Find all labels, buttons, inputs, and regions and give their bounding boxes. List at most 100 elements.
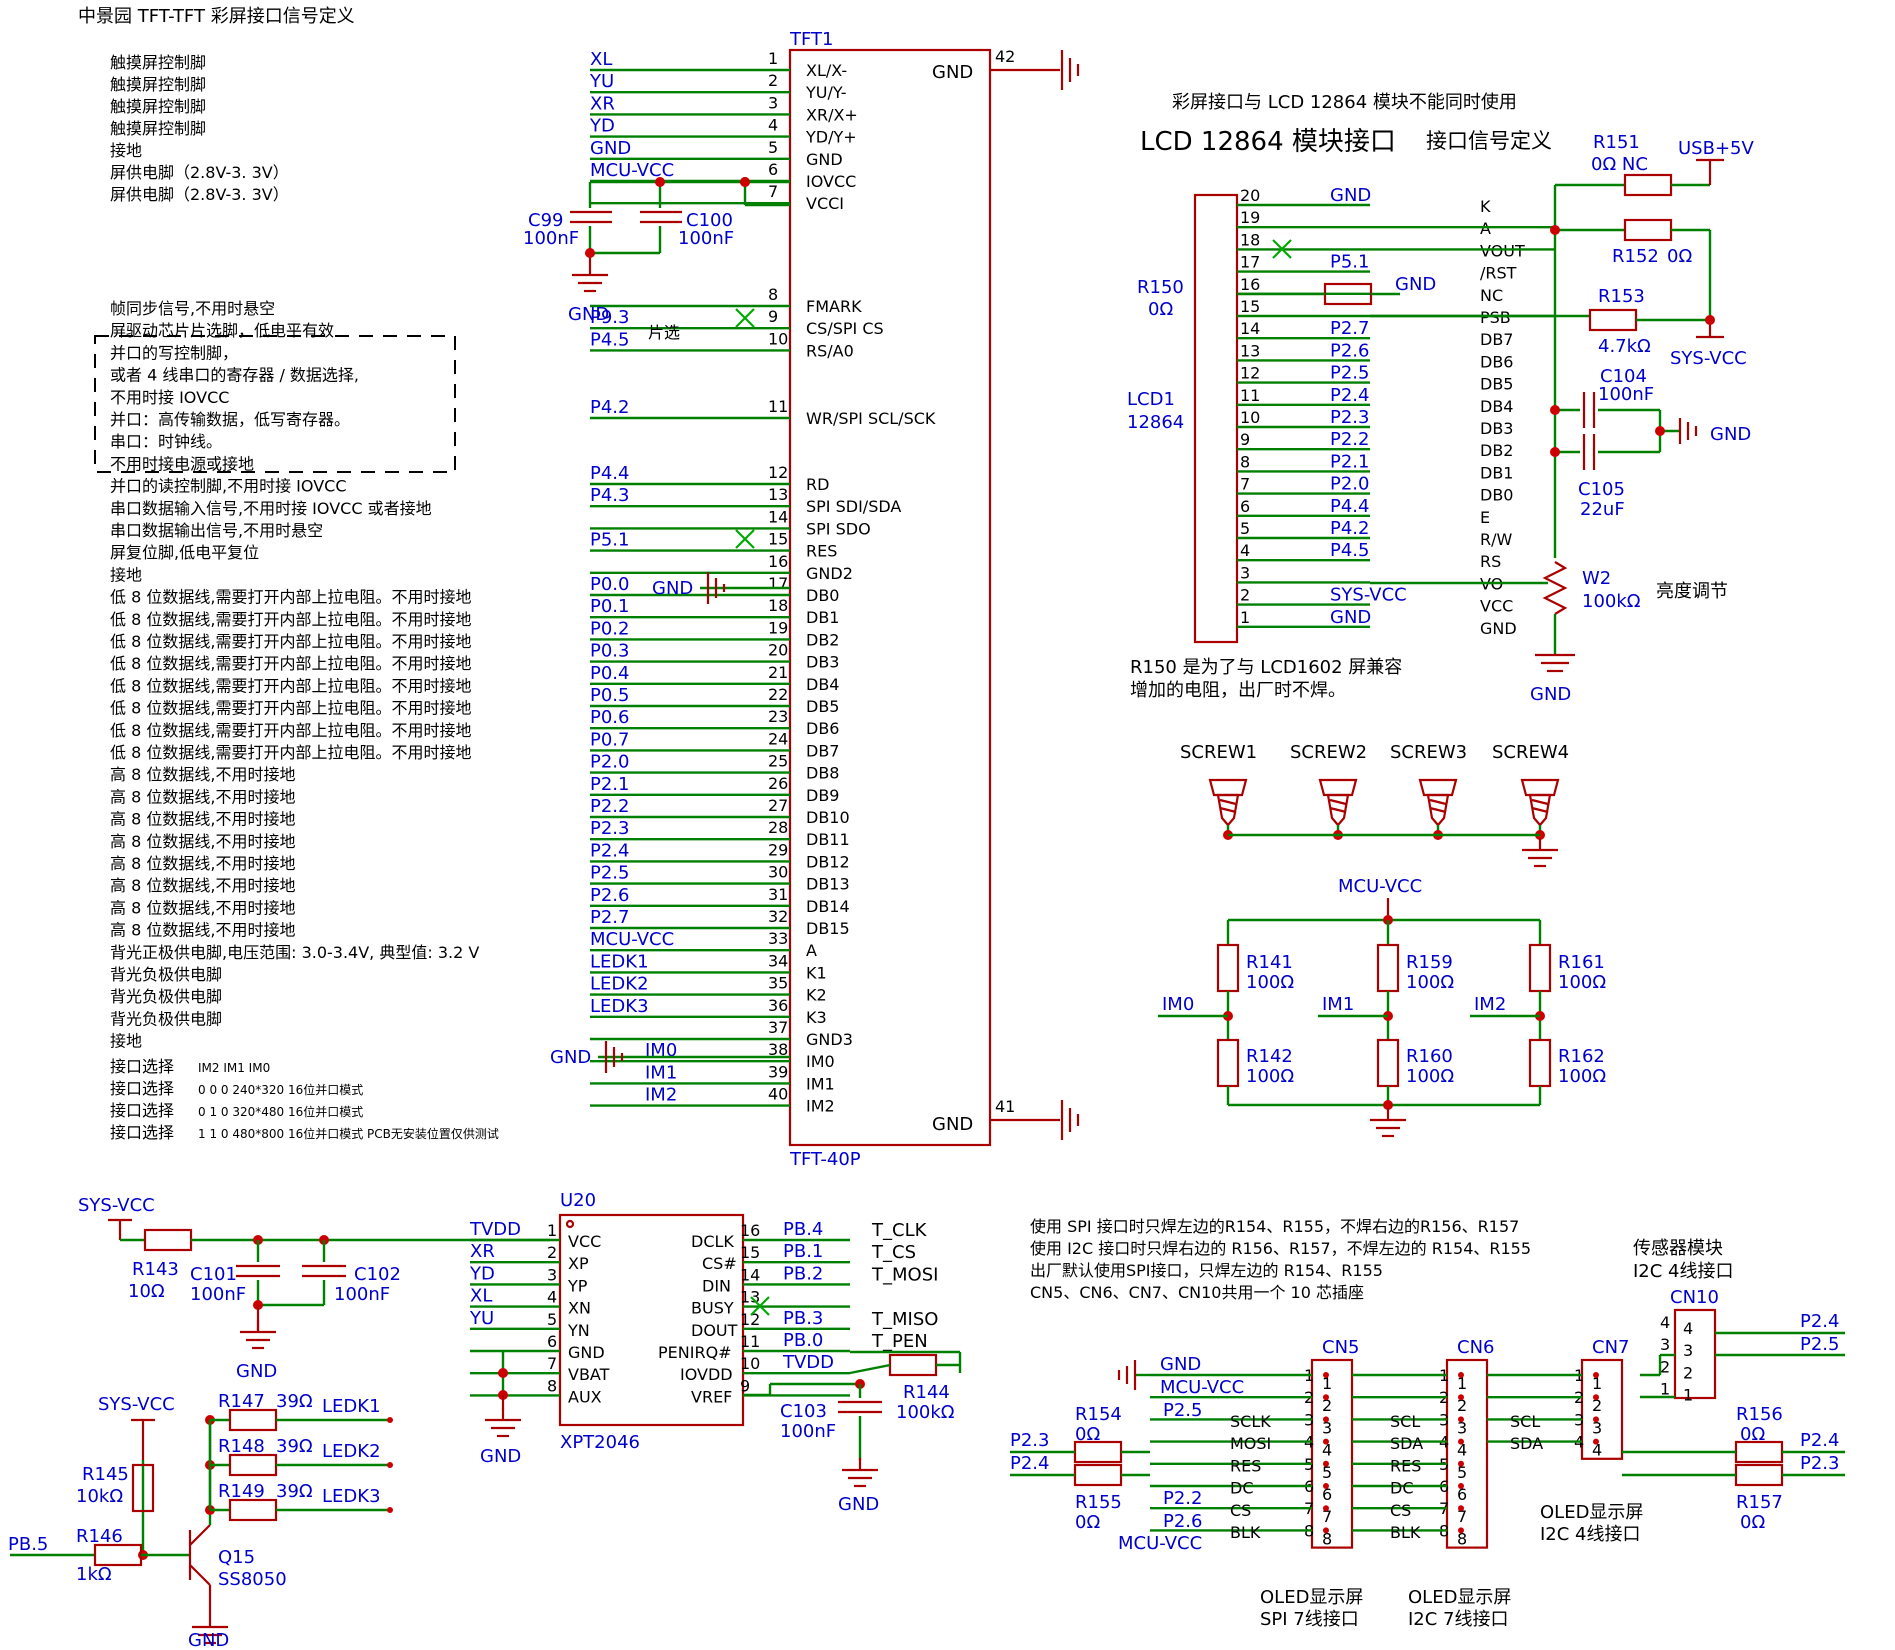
i2c4-signal: SDA: [1510, 1434, 1543, 1453]
u20-pin-number: 16: [740, 1221, 760, 1240]
tft1-pin-number: 29: [768, 840, 788, 859]
r146-ref: R146: [76, 1526, 123, 1547]
c101-val: 100nF: [190, 1284, 246, 1305]
u20-pin-number: 6: [547, 1332, 557, 1351]
note-line: 或者 4 线串口的寄存器 / 数据选择,: [110, 366, 359, 385]
u20-pin-number: 8: [547, 1376, 557, 1395]
tft1-net-label: MCU-VCC: [590, 160, 674, 181]
tft1-net-label: YU: [589, 71, 614, 92]
svg-text:GND: GND: [550, 1047, 591, 1068]
connector-ref: CN10: [1670, 1287, 1719, 1308]
note-line: 串口数据输出信号,不用时悬空: [110, 521, 323, 540]
im-resistor-ref: R141: [1246, 952, 1293, 973]
note-line: 高 8 位数据线,不用时接地: [110, 810, 295, 829]
tft1-pin-name: DB5: [806, 697, 839, 716]
lcd-pin-name: R/W: [1480, 530, 1513, 549]
lcd-net-label: P4.5: [1330, 540, 1369, 561]
r143-val: 10Ω: [128, 1281, 165, 1302]
tft1-pin-number: 4: [768, 116, 778, 135]
spi-signal: MOSI: [1230, 1434, 1271, 1453]
sysvcc-label: SYS-VCC: [98, 1394, 175, 1415]
i2c7-signal: CS: [1390, 1501, 1411, 1520]
lcd-title: LCD 12864 模块接口: [1140, 127, 1396, 157]
connector-pin: 2: [1660, 1357, 1670, 1376]
u20-pin-number: 12: [740, 1310, 760, 1329]
svg-text:22uF: 22uF: [1580, 499, 1625, 520]
connector-pin: 3: [1322, 1418, 1332, 1437]
c102-ref: C102: [354, 1264, 401, 1285]
tft1-net-label: P0.7: [590, 729, 629, 750]
u20-pin-name: VREF: [691, 1387, 732, 1406]
lcd-pin-name: VCC: [1480, 597, 1513, 616]
lcd-pin-name: E: [1480, 508, 1490, 527]
tft1-net-label: P2.1: [590, 774, 629, 795]
spi-signal: RES: [1230, 1456, 1261, 1475]
connector-pin: 7: [1322, 1507, 1332, 1526]
tft1-net-label: LEDK2: [590, 974, 649, 995]
lcd-pin-name: RS: [1480, 552, 1501, 571]
tft1-net-label: LEDK3: [590, 996, 649, 1017]
tft1-pin-number: 8: [768, 285, 778, 304]
tft1-pin-name: VCCI: [806, 194, 844, 213]
oled-label: OLED显示屏: [1260, 1587, 1363, 1608]
c99-c100: C99 100nF C100 100nF GND 片选: [523, 177, 790, 342]
lcd-pin-number: 11: [1240, 386, 1260, 405]
tft1-pin-number: 14: [768, 507, 788, 526]
u20-pin-name: XP: [568, 1254, 589, 1273]
oled-label: I2C 7线接口: [1408, 1609, 1509, 1630]
u20-pin-name: DCLK: [691, 1232, 734, 1251]
tft1-pin-name: GND3: [806, 1030, 853, 1049]
oled-note: 出厂默认使用SPI接口，只焊左边的 R154、R155: [1030, 1261, 1383, 1280]
note-line: 背光正极供电脚,电压范围: 3.0-3.4V, 典型值: 3.2 V: [110, 943, 479, 962]
lcd-pin-number: 19: [1240, 208, 1260, 227]
note-line: 低 8 位数据线,需要打开内部上拉电阻。不用时接地: [110, 654, 471, 673]
note-line: 屏驱动芯片片选脚，低电平有效: [110, 321, 334, 340]
u20-net-label: PB.2: [783, 1263, 823, 1284]
tft1-pin-name: XL/X-: [806, 61, 847, 80]
connector-pin: 1: [1322, 1374, 1332, 1393]
tft1-pin-number: 27: [768, 796, 788, 815]
tft1-part: TFT-40P: [789, 1149, 861, 1170]
u20-part: XPT2046: [560, 1432, 640, 1453]
lcd-pin-number: 17: [1240, 253, 1260, 272]
screw-label: SCREW2: [1290, 742, 1367, 763]
connector-pin: 5: [1457, 1463, 1467, 1482]
tft1-net-label: XR: [590, 93, 615, 114]
tft1-pin-number: 3: [768, 93, 778, 112]
mode-label: 接口选择: [110, 1057, 174, 1076]
tft1-pin-name: DB8: [806, 764, 839, 783]
oled-label: OLED显示屏: [1540, 1502, 1643, 1523]
tft1-pin41: 41: [995, 1097, 1015, 1116]
lcd-warning: 彩屏接口与 LCD 12864 模块不能同时使用: [1172, 92, 1517, 113]
tft1-pin-number: 34: [768, 951, 788, 970]
u20-pin-name: IOVDD: [680, 1365, 733, 1384]
tft1-pin-number: 10: [768, 329, 788, 348]
u20-pin-name: PENIRQ#: [658, 1343, 732, 1362]
i2c7-signal: RES: [1390, 1456, 1421, 1475]
im-net-label: IM1: [1322, 994, 1354, 1015]
lcd-net-label: P2.1: [1330, 451, 1369, 472]
u20-pin-number: 10: [740, 1354, 760, 1373]
note-line: 并口：高传输数据，低写寄存器。: [110, 410, 350, 429]
connector-pin: 2: [1322, 1396, 1332, 1415]
u20-net-label: TVDD: [782, 1352, 834, 1373]
q15-ref: Q15: [218, 1547, 255, 1568]
r154-ref: R154: [1075, 1404, 1122, 1425]
mode-value: 0 0 0 240*320 16位并口模式: [198, 1082, 363, 1097]
svg-text:0Ω NC: 0Ω NC: [1591, 154, 1648, 175]
tft1-pin-name: DB4: [806, 675, 839, 694]
gnd-label: GND: [480, 1446, 521, 1467]
u20-pin-number: 15: [740, 1243, 760, 1262]
i2c4-signal: SCL: [1510, 1412, 1540, 1431]
tft1-pin-number: 9: [768, 307, 778, 326]
i2c7-signal: SDA: [1390, 1434, 1423, 1453]
lcd-pin-number: 2: [1240, 586, 1250, 605]
tft1-pin-number: 40: [768, 1085, 788, 1104]
u20-pin-number: 9: [740, 1376, 750, 1395]
im-resistor-ref: R142: [1246, 1046, 1293, 1067]
tft1-pin-number: 12: [768, 463, 788, 482]
tft1-pin-name: YD/Y+: [805, 128, 857, 147]
note-line: 高 8 位数据线,不用时接地: [110, 854, 295, 873]
mcu-vcc-label: MCU-VCC: [1160, 1377, 1244, 1398]
